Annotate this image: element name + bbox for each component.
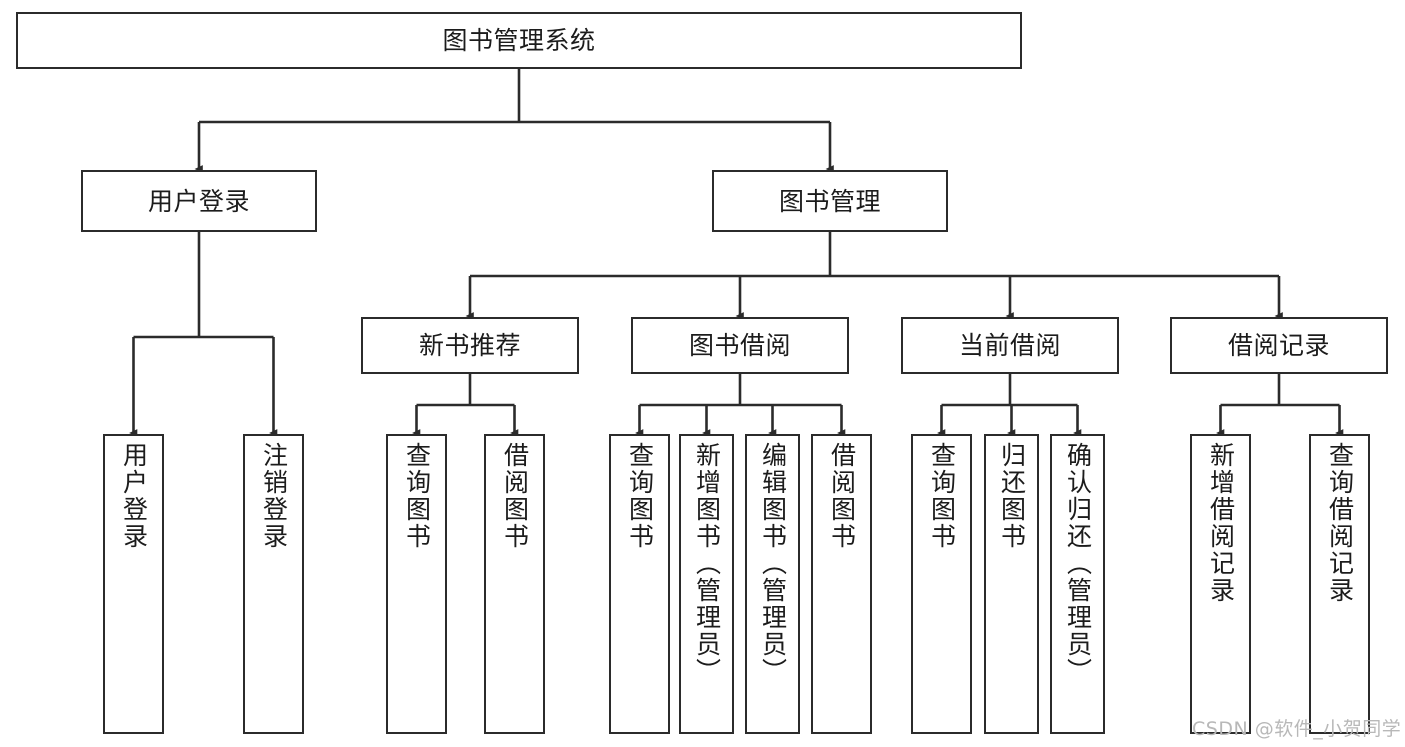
leaf-new-borrow-book-label: 借阅图书 [500,442,530,550]
leaf-user-logout[interactable]: 注销登录 [243,434,304,734]
leaf-borrow-edit-book[interactable]: 编辑图书（管理员） [745,434,800,734]
node-root[interactable]: 图书管理系统 [16,12,1022,69]
leaf-new-query-book-label: 查询图书 [402,442,432,550]
leaf-borrow-query-book-label: 查询图书 [625,442,655,550]
leaf-new-query-book[interactable]: 查询图书 [386,434,447,734]
node-current-borrow[interactable]: 当前借阅 [901,317,1119,374]
leaf-borrow-edit-book-label: 编辑图书（管理员） [758,442,788,685]
leaf-user-login-label: 用户登录 [119,442,149,550]
node-book-management-module-label: 图书管理 [778,186,881,216]
leaf-current-query-book-label: 查询图书 [927,442,957,550]
leaf-current-return-book-label: 归还图书 [997,442,1027,550]
leaf-record-add-label: 新增借阅记录 [1206,442,1236,604]
leaf-current-confirm-return-label: 确认归还（管理员） [1063,442,1093,685]
leaf-user-login[interactable]: 用户登录 [103,434,164,734]
leaf-borrow-add-book-label: 新增图书（管理员） [692,442,722,685]
leaf-current-query-book[interactable]: 查询图书 [911,434,972,734]
node-current-borrow-label: 当前借阅 [958,331,1061,360]
node-new-book-recommend[interactable]: 新书推荐 [361,317,579,374]
node-user-login-module[interactable]: 用户登录 [81,170,317,232]
leaf-borrow-lend-book[interactable]: 借阅图书 [811,434,872,734]
leaf-record-query-label: 查询借阅记录 [1325,442,1355,604]
leaf-record-add[interactable]: 新增借阅记录 [1190,434,1251,734]
node-new-book-recommend-label: 新书推荐 [418,331,521,360]
leaf-borrow-lend-book-label: 借阅图书 [827,442,857,550]
node-book-borrow[interactable]: 图书借阅 [631,317,849,374]
leaf-record-query[interactable]: 查询借阅记录 [1309,434,1370,734]
leaf-borrow-query-book[interactable]: 查询图书 [609,434,670,734]
leaf-current-confirm-return[interactable]: 确认归还（管理员） [1050,434,1105,734]
watermark: CSDN @软件_小贺同学 [1192,718,1402,740]
leaf-current-return-book[interactable]: 归还图书 [984,434,1039,734]
node-root-label: 图书管理系统 [442,26,596,55]
leaf-new-borrow-book[interactable]: 借阅图书 [484,434,545,734]
node-user-login-module-label: 用户登录 [147,186,250,216]
leaf-borrow-add-book[interactable]: 新增图书（管理员） [679,434,734,734]
node-book-management-module[interactable]: 图书管理 [712,170,948,232]
node-borrow-record-label: 借阅记录 [1227,331,1330,360]
leaf-user-logout-label: 注销登录 [259,442,289,550]
node-book-borrow-label: 图书借阅 [688,331,791,360]
node-borrow-record[interactable]: 借阅记录 [1170,317,1388,374]
